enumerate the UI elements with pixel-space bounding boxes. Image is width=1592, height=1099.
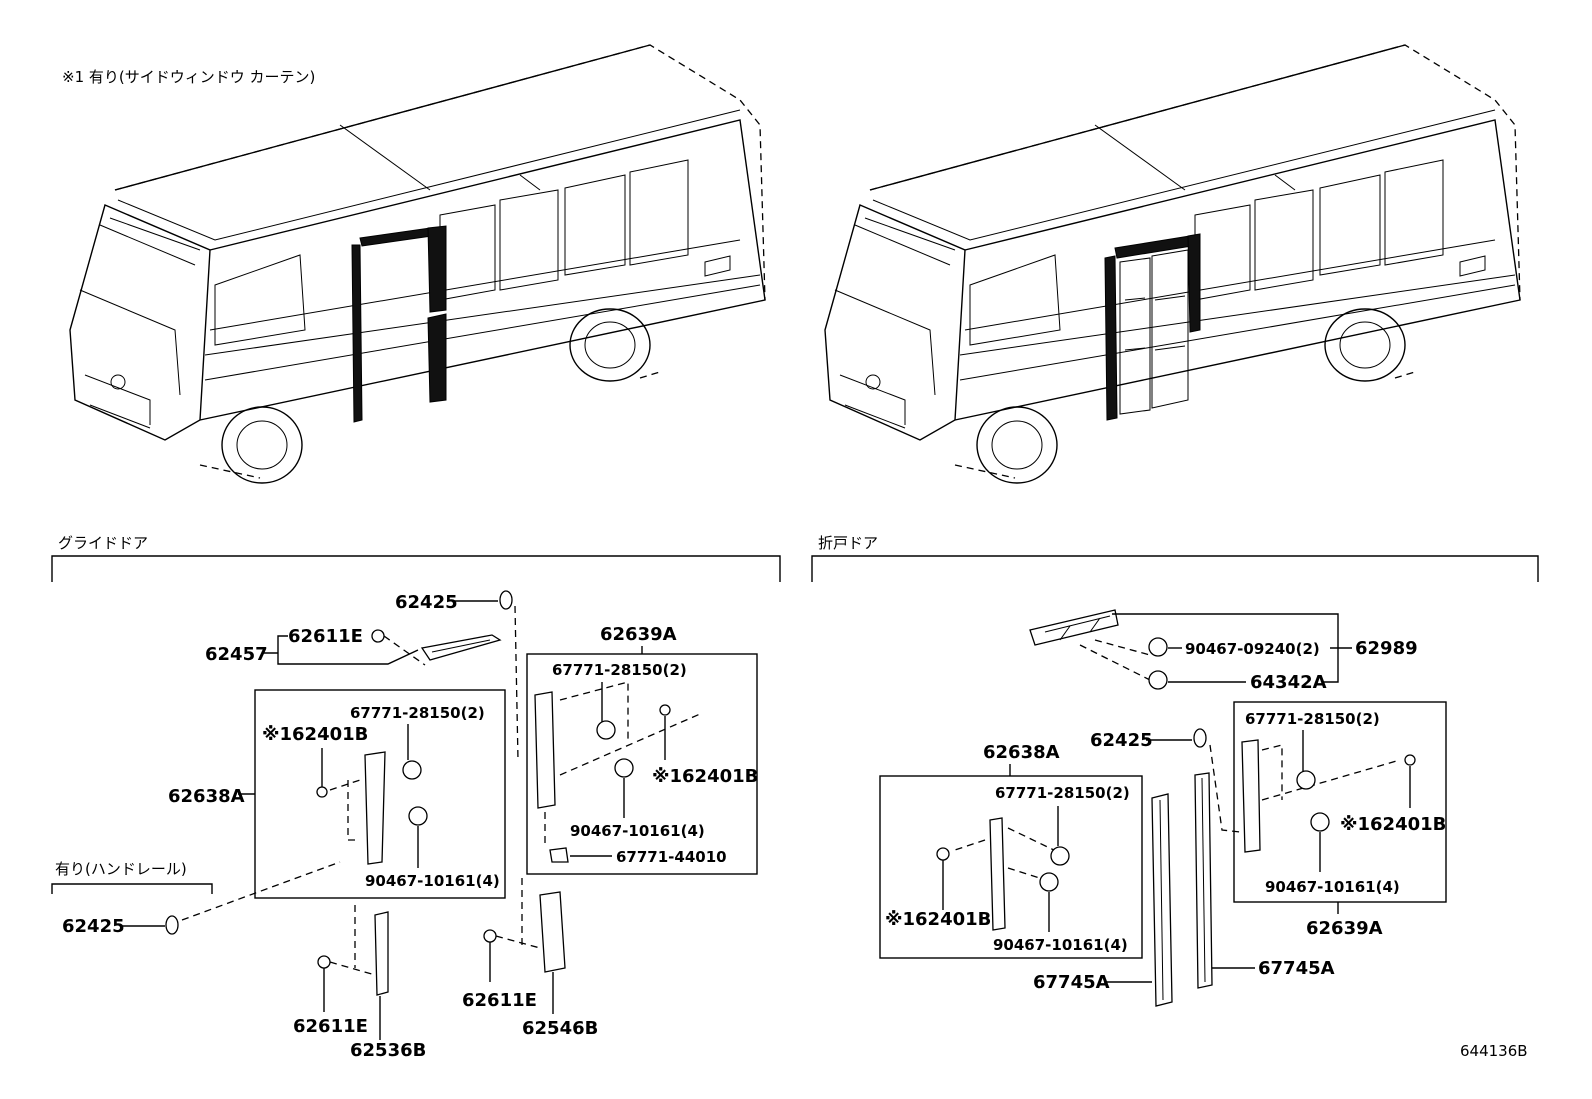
grommet-62425-top	[499, 590, 513, 610]
label-67771-28150-r2: 67771-28150(2)	[1245, 710, 1380, 728]
grommet-62425-right	[1193, 728, 1207, 748]
pillar-trim-62536B	[374, 911, 389, 996]
label-62457: 62457	[205, 644, 268, 665]
label-67771-28150-l1: 67771-28150(2)	[350, 704, 485, 722]
label-62401B-l2: ※162401B	[652, 766, 758, 787]
clip-67771-r2	[1296, 770, 1316, 790]
bus-illustration-glide-door	[69, 44, 766, 484]
label-62638A-left: 62638A	[168, 786, 245, 807]
label-62611E-bl: 62611E	[293, 1016, 368, 1037]
label-67771-44010: 67771-44010	[616, 848, 727, 866]
garnish-62638A-left	[364, 751, 386, 865]
label-90467-10161-r1: 90467-10161(4)	[993, 936, 1128, 954]
label-62546B: 62546B	[522, 1018, 598, 1039]
glide-door-parts: 62425 62457 62611E 62638A 67771-28150(2)…	[51, 590, 758, 1061]
clip-67771-l1	[402, 760, 422, 780]
fastener-62401B-l2	[659, 704, 671, 716]
clip-62611E-bm	[483, 929, 497, 943]
section-title-folding-door: 折戸ドア	[818, 534, 878, 552]
label-62639A-left: 62639A	[600, 624, 677, 645]
label-62638A-right: 62638A	[983, 742, 1060, 763]
label-67771-28150-l2: 67771-28150(2)	[552, 661, 687, 679]
clip-62611E-bl	[317, 955, 331, 969]
diagram-id: 644136B	[1460, 1042, 1528, 1060]
label-62639A-right: 62639A	[1306, 918, 1383, 939]
label-62611E-bm: 62611E	[462, 990, 537, 1011]
label-90467-10161-l2: 90467-10161(4)	[570, 822, 705, 840]
label-62425-left: 62425	[62, 916, 125, 937]
clip-90467-09240	[1148, 637, 1168, 657]
folding-door-parts: 90467-09240(2) 62989 64342A 62638A 67771…	[879, 609, 1447, 1007]
label-90467-10161-l1: 90467-10161(4)	[365, 872, 500, 890]
handrail-bracket	[51, 883, 213, 894]
fastener-62401B-l1	[316, 786, 328, 798]
clip-67771-r1	[1050, 846, 1070, 866]
clip-90467-l1	[408, 806, 428, 826]
clip-90467-l2	[614, 758, 634, 778]
clip-64342A	[1148, 670, 1168, 690]
clip-90467-r1	[1039, 872, 1059, 892]
label-62425-right: 62425	[1090, 730, 1153, 751]
label-62401B-r2: ※162401B	[1340, 814, 1446, 835]
label-67745A-2: 67745A	[1258, 958, 1335, 979]
label-62401B-r1: ※162401B	[885, 909, 991, 930]
box-62638A-right	[879, 775, 1143, 959]
bus-illustration-folding-door	[824, 44, 1521, 484]
clip-67771-l2	[596, 720, 616, 740]
clip-67771-44010	[549, 847, 569, 863]
garnish-62638A-right	[989, 817, 1006, 931]
label-62401B-l1: ※162401B	[262, 724, 368, 745]
label-90467-10161-r2: 90467-10161(4)	[1265, 878, 1400, 896]
pillar-trim-62546B	[539, 891, 566, 973]
section-title-glide-door: グライドドア	[58, 534, 148, 552]
trim-62457	[420, 634, 502, 661]
garnish-62639A-left	[534, 691, 556, 809]
box-62639A-right	[1233, 701, 1447, 903]
label-90467-09240: 90467-09240(2)	[1185, 640, 1320, 658]
label-64342A: 64342A	[1250, 672, 1327, 693]
fastener-62401B-r1	[936, 847, 950, 861]
label-67745A-1: 67745A	[1033, 972, 1110, 993]
label-67771-28150-r1: 67771-28150(2)	[995, 784, 1130, 802]
clip-90467-r2	[1310, 812, 1330, 832]
label-62989: 62989	[1355, 638, 1418, 659]
label-62425-top: 62425	[395, 592, 458, 613]
clip-62611E-top	[371, 629, 385, 643]
bracket-62989	[1029, 609, 1119, 646]
fastener-62401B-r2	[1404, 754, 1416, 766]
handrail-note: 有り(ハンドレール)	[55, 860, 187, 878]
header-note: ※1 有り(サイドウィンドウ カーテン)	[62, 68, 315, 86]
garnish-62639A-right	[1241, 739, 1261, 853]
section-bracket-folding-door	[811, 555, 1539, 582]
label-62536B: 62536B	[350, 1040, 426, 1061]
grommet-62425-left	[165, 915, 179, 935]
section-bracket-glide-door	[51, 555, 781, 582]
box-62639A-left	[526, 653, 758, 875]
label-62611E-top: 62611E	[288, 626, 363, 647]
